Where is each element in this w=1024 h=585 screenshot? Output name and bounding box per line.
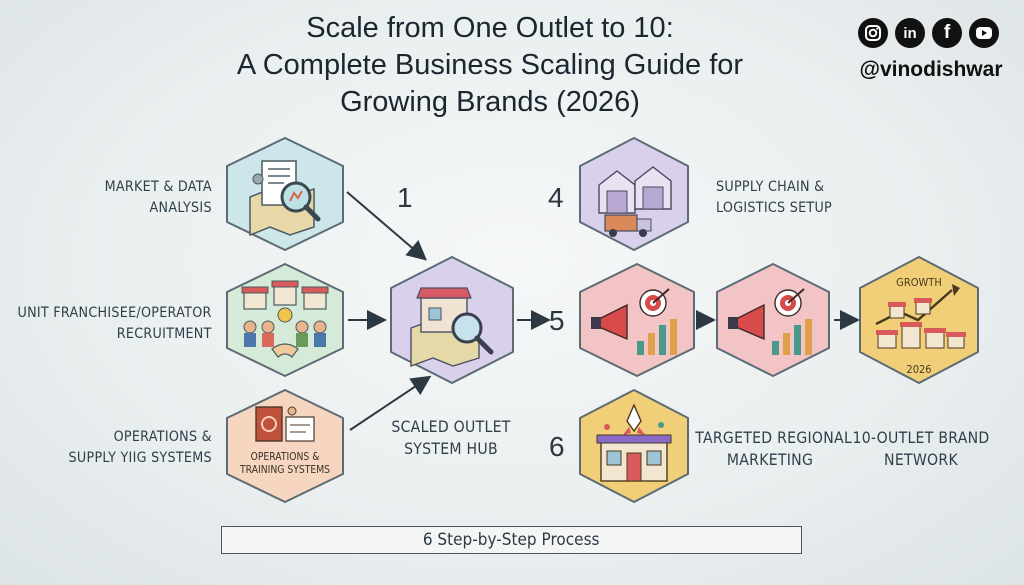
social-links: in f	[858, 18, 999, 48]
hex-market-analysis	[222, 135, 348, 253]
hex-operations-training	[222, 387, 348, 505]
facebook-glyph: f	[943, 22, 951, 43]
hex-step6-storefront	[575, 387, 693, 505]
title-line-2: A Complete Business Scaling Guide for	[236, 49, 744, 81]
hex-supply-chain	[575, 135, 693, 253]
step-number-1: 1	[397, 182, 413, 213]
ops-inner-text: OPERATIONS & TRAINING SYSTEMS	[239, 451, 331, 476]
hex-step5-marketing	[575, 261, 699, 379]
growth-label: GROWTH	[896, 276, 942, 289]
label-brand-network: 10-OUTLET BRAND NETWORK	[852, 428, 990, 469]
title-line-1: Scale from One Outlet to 10:	[306, 12, 674, 44]
process-summary-text: 6 Step-by-Step Process	[423, 530, 600, 550]
social-handle: @vinodishwar	[859, 58, 1003, 81]
step-number-6: 6	[549, 431, 565, 462]
arrow-ops-to-hub	[349, 375, 432, 431]
label-franchisee-recruitment: UNIT FRANCHISEE/OPERATOR RECRUITMENT	[17, 305, 212, 342]
hex-franchisee-recruitment	[222, 261, 348, 379]
facebook-icon[interactable]: f	[932, 18, 962, 48]
page-title: Scale from One Outlet to 10: A Complete …	[200, 10, 780, 121]
label-operations-systems: OPERATIONS & SUPPLY YIIG SYSTEMS	[68, 429, 212, 466]
label-market-analysis: MARKET & DATA ANALYSIS	[104, 179, 212, 216]
youtube-icon[interactable]	[969, 18, 999, 48]
hex-regional-marketing	[712, 261, 834, 379]
hex-brand-network	[856, 254, 982, 386]
linkedin-glyph: in	[903, 24, 917, 42]
label-supply-chain: SUPPLY CHAIN & LOGISTICS SETUP	[716, 179, 833, 216]
process-summary-box: 6 Step-by-Step Process	[221, 526, 802, 554]
label-regional-marketing: TARGETED REGIONAL MARKETING	[695, 428, 853, 469]
step-number-5: 5	[549, 305, 565, 336]
instagram-icon[interactable]	[858, 18, 888, 48]
label-system-hub: SCALED OUTLET SYSTEM HUB	[391, 417, 511, 458]
linkedin-icon[interactable]: in	[895, 18, 925, 48]
title-line-3: Growing Brands (2026)	[340, 86, 640, 118]
arrow-market-to-hub	[346, 191, 428, 261]
year-label: 2026	[906, 363, 932, 376]
step-number-4: 4	[548, 182, 564, 213]
hex-system-hub	[387, 254, 517, 386]
